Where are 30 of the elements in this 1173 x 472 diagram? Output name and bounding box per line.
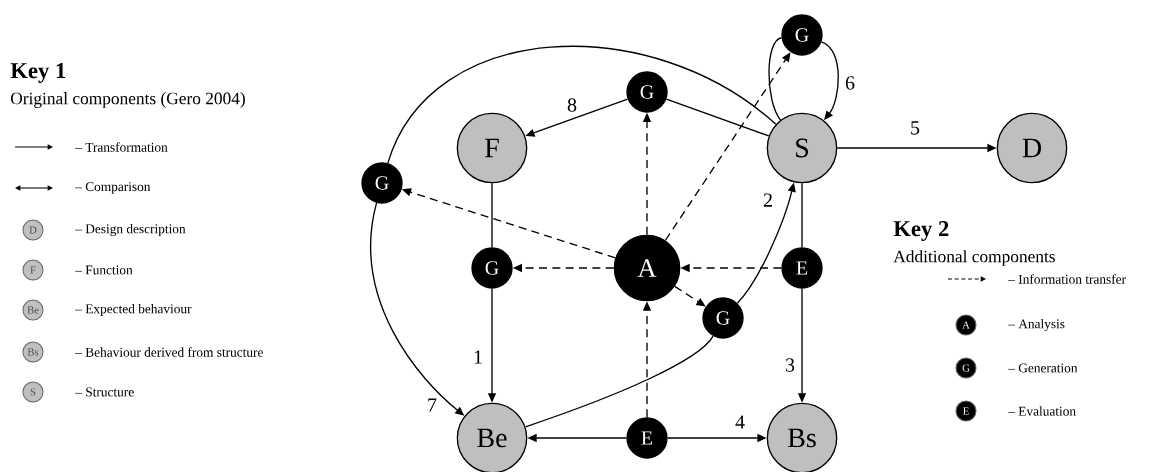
connector-line: [387, 46, 777, 164]
legend-text: – Transformation: [75, 142, 168, 152]
legend-text: – Behaviour derived from structure: [75, 347, 263, 357]
legend-text: – Information transfer: [1008, 274, 1126, 284]
connector-line: [801, 182, 803, 248]
key-subtitle: Original components (Gero 2004): [11, 92, 245, 108]
edge-label: 5: [908, 120, 922, 136]
key-heading: Key 2: [893, 221, 949, 241]
edge-label: 3: [783, 356, 797, 374]
edge-label: 1: [471, 349, 485, 365]
key-subtitle: Additional components: [893, 250, 1055, 266]
legend-text: – Function: [75, 265, 133, 275]
edge-label: 7: [425, 397, 439, 413]
connector-line: [665, 98, 770, 137]
legend-text: – Design description: [75, 223, 186, 237]
edge-label: 4: [733, 414, 747, 430]
edge-label: 8: [565, 96, 579, 114]
connector-line: [524, 335, 714, 428]
legend-text: – Generation: [1008, 363, 1078, 373]
dashed-arrow: [664, 52, 791, 241]
edge-label: 2: [761, 192, 775, 208]
edge-label: 6: [843, 74, 857, 92]
connector-line: [491, 182, 493, 248]
legend-text: – Expected behaviour: [75, 303, 192, 317]
legend-text: – Evaluation: [1008, 406, 1076, 416]
legend-text: – Analysis: [1008, 318, 1065, 332]
legend-text: – Structure: [75, 387, 134, 397]
connector-line: [768, 37, 783, 121]
key-heading: Key 1: [10, 63, 66, 83]
legend-text: – Comparison: [75, 182, 151, 194]
